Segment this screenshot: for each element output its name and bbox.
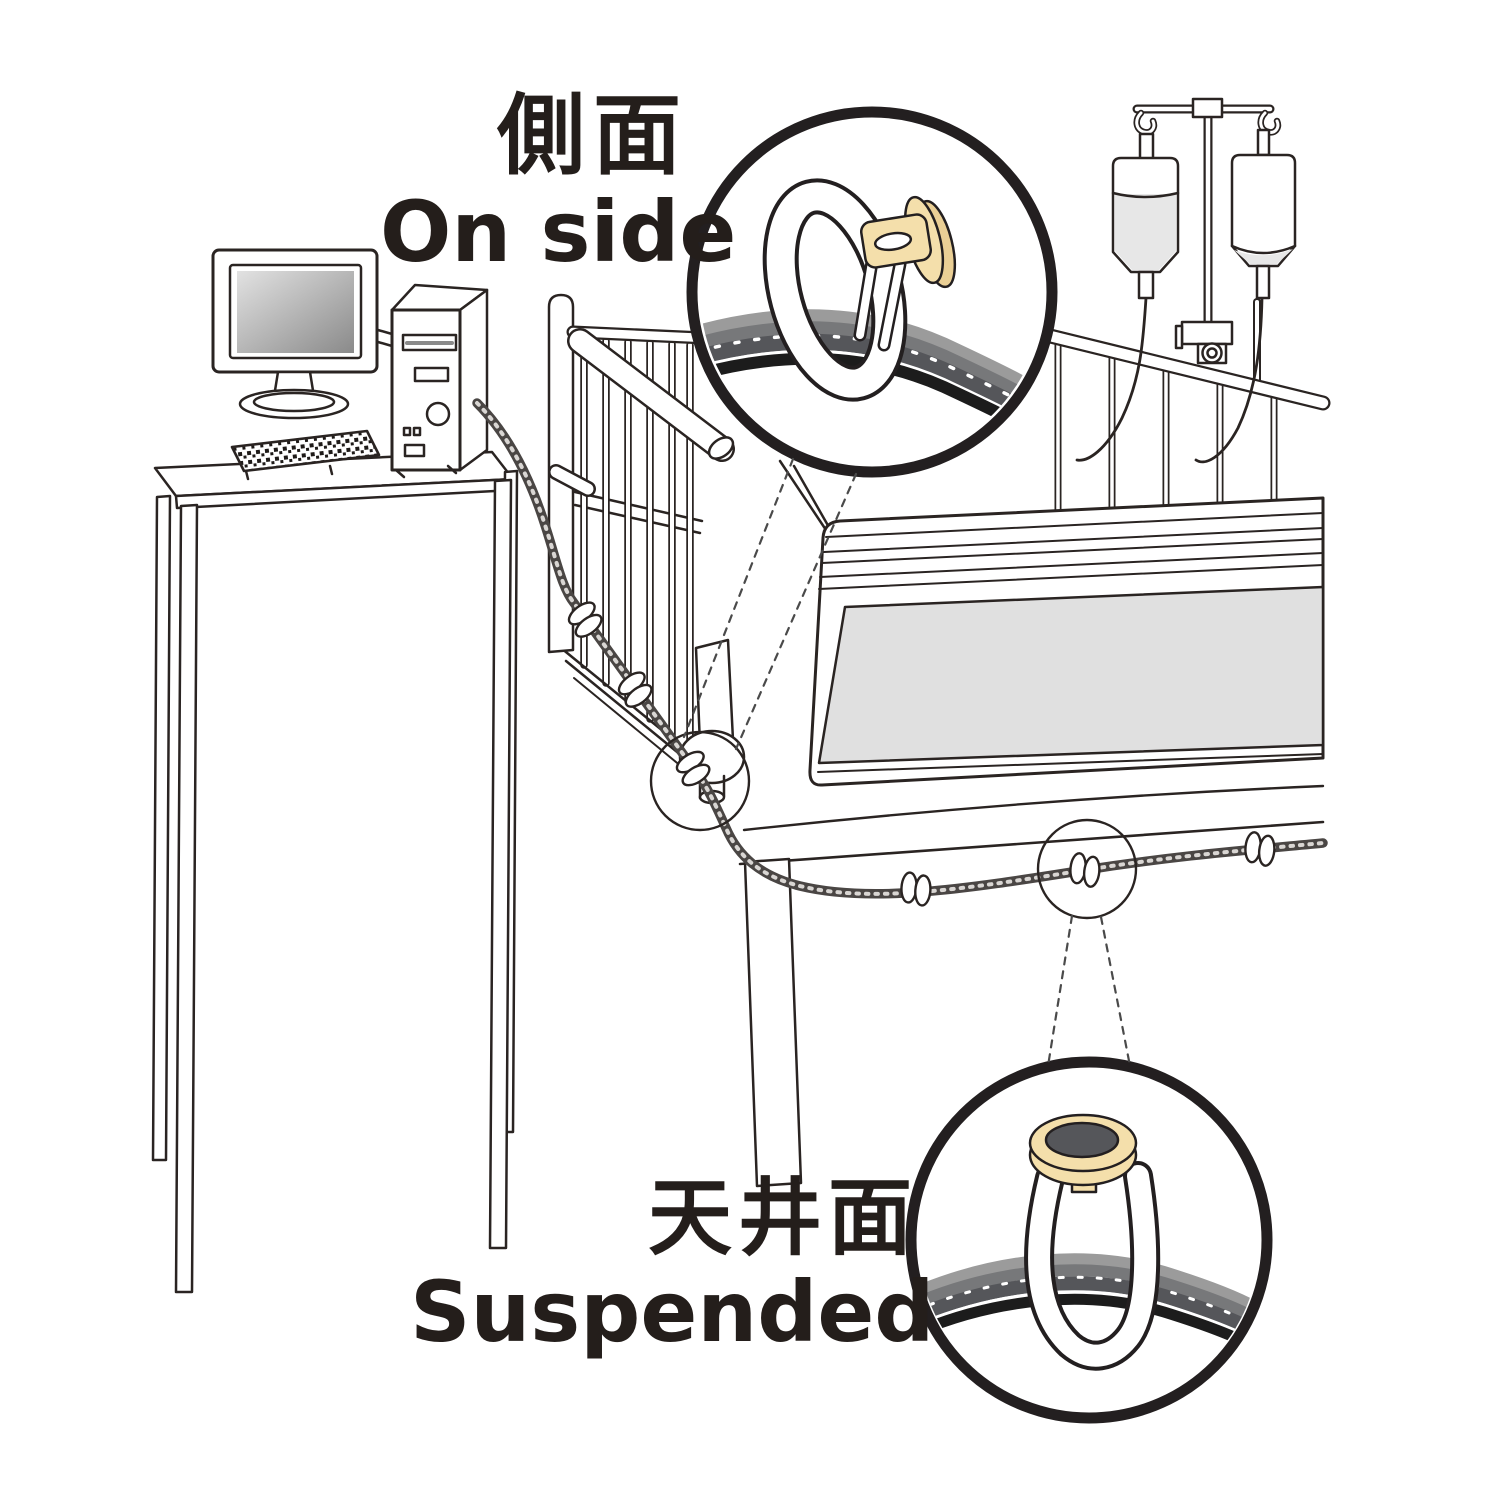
clip-strap-ends — [853, 255, 907, 352]
cable-clip — [1067, 851, 1103, 889]
crt-monitor — [211, 248, 394, 420]
cable-clip — [1242, 830, 1278, 868]
bed-corner-post — [678, 638, 746, 805]
side-label-jp: 側面 — [497, 84, 690, 187]
cable-clip — [899, 870, 933, 908]
iv-tubes — [1075, 296, 1264, 464]
keyboard — [230, 429, 381, 481]
suspended-label-en: Suspended — [410, 1263, 935, 1361]
side-mount-callout — [686, 106, 1058, 478]
footboard — [808, 496, 1325, 787]
desk-leg — [488, 478, 513, 1250]
mattress-edge — [573, 490, 704, 523]
suspended-label-jp: 天井面 — [648, 1169, 919, 1267]
drive-bay — [413, 366, 450, 383]
disc-adhesive-pad — [1044, 1121, 1120, 1159]
iv-hook-left — [1133, 109, 1158, 136]
pc-tower — [390, 283, 489, 479]
bed-side-edge — [778, 459, 828, 532]
mattress-edge — [573, 503, 702, 535]
hospital-bed — [547, 293, 1331, 1188]
callout-leaders — [649, 457, 1138, 1068]
computer-workstation — [151, 248, 519, 1294]
desk-leg — [151, 494, 172, 1162]
footboard-panel — [817, 585, 1325, 765]
underbed-clip-highlight — [1036, 818, 1138, 920]
rail-top-tube — [567, 328, 735, 462]
side-label-en: On side — [380, 183, 737, 281]
clip-adhesive-disc — [1028, 1113, 1138, 1194]
monitor-base — [238, 388, 350, 420]
iv-bag-left — [1111, 132, 1180, 300]
iv-stand — [1111, 97, 1297, 365]
desk — [151, 450, 519, 1294]
iv-bag-right — [1230, 128, 1297, 300]
desk-leg — [174, 503, 199, 1294]
near-rail-top — [548, 325, 712, 497]
bed-far-rail — [1030, 298, 1331, 518]
corner-clip-highlight — [649, 730, 751, 832]
far-rail-bars — [1054, 338, 1278, 518]
cable-run — [472, 398, 1328, 908]
power-button — [425, 401, 451, 427]
clip-strap-loop — [762, 178, 908, 402]
bed-leg — [743, 857, 803, 1188]
bed-underframe — [738, 784, 1325, 1188]
iv-pole-clamp — [1174, 320, 1234, 365]
clip-strap-loop — [1024, 1161, 1161, 1371]
clip-buckle-plate — [859, 213, 933, 269]
suspended-mount-callout — [905, 1056, 1273, 1424]
